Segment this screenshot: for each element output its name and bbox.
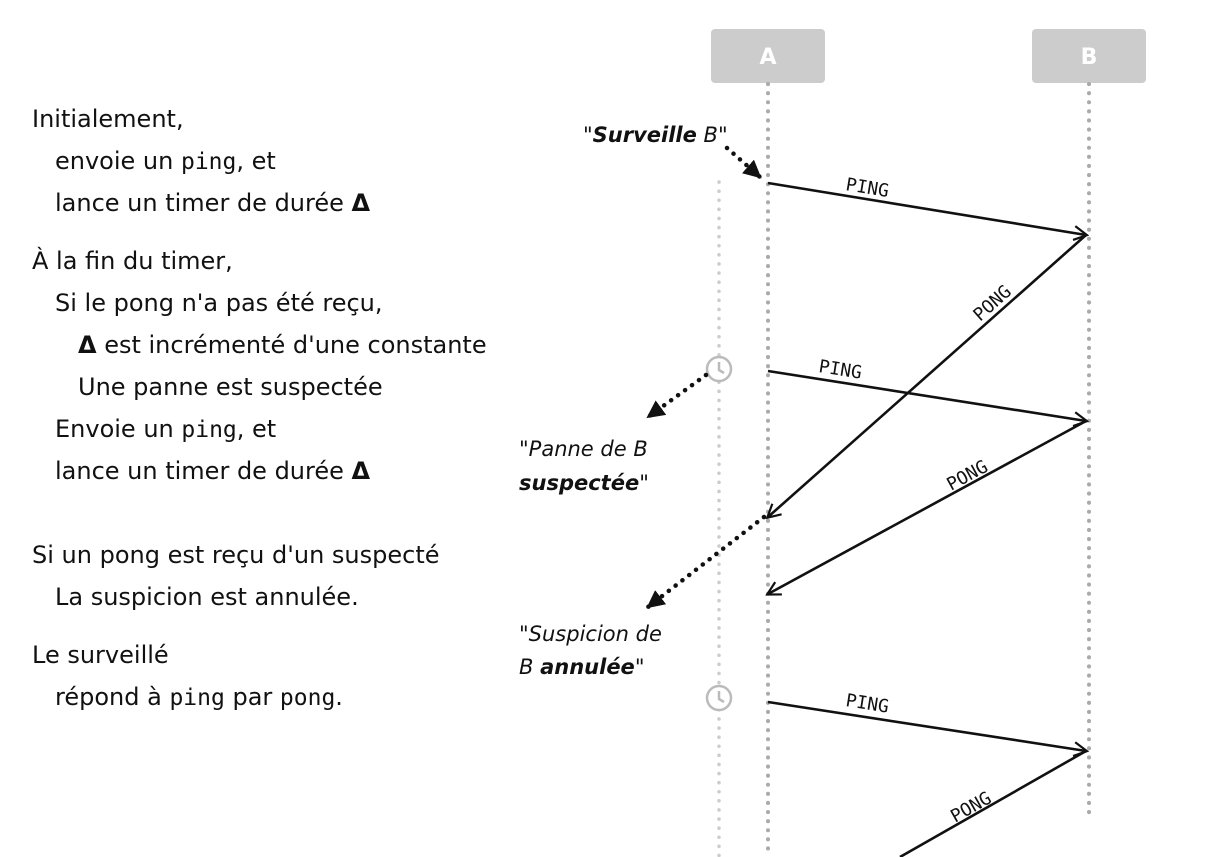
message-arrow-ping-3	[767, 700, 1086, 751]
timer-clock-icon	[705, 684, 733, 712]
message-arrow-ping-1	[767, 181, 1086, 235]
timer-clock-icon	[705, 355, 733, 383]
process-a-box: A	[711, 29, 825, 83]
message-label-pong-3: PONG	[947, 788, 995, 828]
message-label-ping-3: PING	[844, 690, 890, 717]
note-cancelled-line1: "Suspicion de	[519, 622, 662, 646]
init-heading: Initialement,	[32, 105, 184, 133]
note-arrow-suspected	[645, 372, 709, 420]
note-suspected-line1: "Panne de B	[519, 437, 648, 461]
note-arrow-cancelled	[645, 514, 767, 610]
process-b-box: B	[1032, 29, 1146, 83]
init-timer: lance un timer de durée Δ	[55, 189, 371, 217]
message-arrow-pong-2	[768, 419, 1087, 594]
end-increment: Δ est incrémenté d'une constante	[78, 331, 487, 359]
end-send: Envoie un ping, et	[55, 415, 277, 443]
monitored-heading: Le surveillé	[32, 641, 169, 669]
note-suspected-line2: suspectée"	[519, 471, 649, 495]
message-label-pong-2: PONG	[943, 456, 991, 495]
recv-cancel: La suspicion est annulée.	[55, 583, 359, 611]
note-cancelled-line2: B annulée"	[519, 655, 644, 679]
note-watch: "Surveille B"	[583, 123, 728, 147]
end-if: Si le pong n'a pas été reçu,	[55, 289, 383, 317]
process-b-label: B	[1081, 45, 1098, 70]
message-arrow-pong-1	[768, 234, 1087, 517]
end-suspect: Une panne est suspectée	[78, 373, 383, 401]
end-heading: À la fin du timer,	[32, 247, 233, 275]
note-arrow-watch	[724, 145, 763, 180]
monitored-reply: répond à ping par pong.	[55, 683, 343, 711]
message-arrow-pong-3	[899, 749, 1087, 857]
end-timer: lance un timer de durée Δ	[55, 457, 371, 485]
process-a-label: A	[759, 45, 776, 70]
recv-heading: Si un pong est reçu d'un suspecté	[32, 541, 440, 569]
algorithm-text: Initialement, envoie un ping, et lance u…	[32, 98, 487, 718]
init-send: envoie un ping, et	[55, 147, 276, 175]
message-arrow-ping-2	[767, 369, 1086, 421]
